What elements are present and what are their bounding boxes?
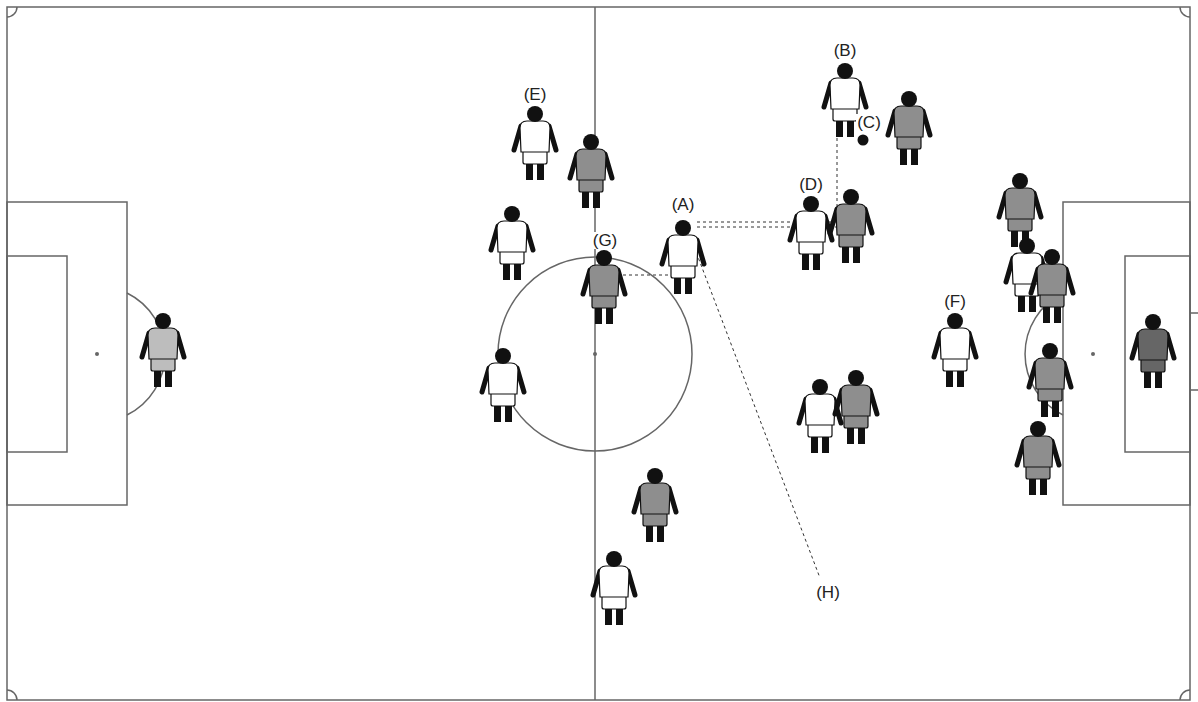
callout-letter: (G) (592, 232, 619, 249)
callout-letter: (E) (523, 86, 548, 103)
callout-letter: (C) (856, 114, 882, 131)
callout-letter: (F) (943, 293, 967, 310)
callout-letter: (B) (833, 42, 858, 59)
callout-letter: (H) (815, 584, 841, 601)
grey-players (570, 91, 1073, 542)
callout-letter: (D) (798, 176, 824, 193)
callout-letter: (A) (671, 196, 696, 213)
ball (858, 135, 869, 146)
left-goalkeeper (142, 313, 184, 387)
right-goalkeeper (1132, 314, 1174, 388)
white-players (482, 63, 1048, 625)
